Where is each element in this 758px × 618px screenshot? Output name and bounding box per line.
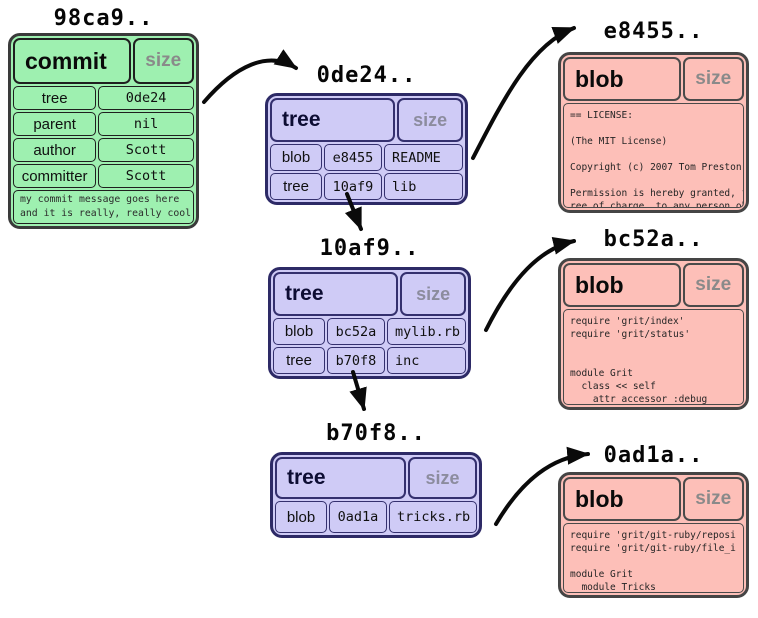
entry-name: mylib.rb xyxy=(387,318,466,345)
blob-header: blob size xyxy=(563,263,744,307)
blob-header-title: blob xyxy=(563,477,681,521)
blob-0ad1a-hash-label: 0ad1a.. xyxy=(603,443,704,468)
blob-content: require 'grit/git-ruby/reposi require 'g… xyxy=(563,523,744,593)
tree-header-title: tree xyxy=(275,457,406,499)
tree-header: tree size xyxy=(270,98,463,142)
field-value: nil xyxy=(98,112,194,136)
tree-entry-row: blob bc52a mylib.rb xyxy=(273,318,466,345)
blob-node-e8455: blob size == LICENSE: (The MIT License) … xyxy=(558,52,749,213)
blob-bc52a-hash-label: bc52a.. xyxy=(603,227,704,252)
commit-field-row: parent nil xyxy=(13,112,194,136)
blob-e8455-hash-label: e8455.. xyxy=(603,19,704,44)
tree-header: tree size xyxy=(273,272,466,316)
entry-type: tree xyxy=(273,347,325,374)
entry-type: blob xyxy=(273,318,325,345)
blob-size-cell: size xyxy=(682,477,744,521)
entry-type: blob xyxy=(270,144,322,171)
commit-header: commit size xyxy=(13,38,194,84)
entry-name: inc xyxy=(387,347,466,374)
entry-name: tricks.rb xyxy=(389,501,477,533)
tree-entry-row: tree 10af9 lib xyxy=(270,173,463,200)
entry-name: README xyxy=(384,144,463,171)
field-value: 0de24 xyxy=(98,86,194,110)
field-key: parent xyxy=(13,112,97,136)
commit-field-row: committer Scott xyxy=(13,164,194,188)
field-value: Scott xyxy=(98,164,194,188)
tree-header: tree size xyxy=(275,457,477,499)
blob-content: require 'grit/index' require 'grit/statu… xyxy=(563,309,744,405)
commit-node: commit size tree 0de24 parent nil author… xyxy=(8,33,199,229)
field-key: author xyxy=(13,138,97,162)
entry-hash: bc52a xyxy=(327,318,385,345)
tree-node-0de24: tree size blob e8455 README tree 10af9 l… xyxy=(265,93,468,205)
tree-size-cell: size xyxy=(408,457,477,499)
tree-node-b70f8: tree size blob 0ad1a tricks.rb xyxy=(270,452,482,538)
blob-size-cell: size xyxy=(682,263,744,307)
blob-header: blob size xyxy=(563,57,744,101)
commit-header-title: commit xyxy=(13,38,131,84)
commit-field-row: tree 0de24 xyxy=(13,86,194,110)
tree-10af9-hash-label: 10af9.. xyxy=(319,236,420,261)
entry-name: lib xyxy=(384,173,463,200)
tree-header-title: tree xyxy=(273,272,399,316)
blob-header-title: blob xyxy=(563,263,681,307)
field-key: tree xyxy=(13,86,97,110)
commit-message: my commit message goes here and it is re… xyxy=(13,190,194,224)
tree-header-title: tree xyxy=(270,98,396,142)
commit-size-cell: size xyxy=(132,38,194,84)
field-key: committer xyxy=(13,164,97,188)
entry-hash: 10af9 xyxy=(324,173,382,200)
tree-size-cell: size xyxy=(400,272,466,316)
entry-type: blob xyxy=(275,501,327,533)
blob-header: blob size xyxy=(563,477,744,521)
tree-size-cell: size xyxy=(397,98,463,142)
tree-b70f8-hash-label: b70f8.. xyxy=(326,421,426,446)
blob-header-title: blob xyxy=(563,57,681,101)
blob-node-bc52a: blob size require 'grit/index' require '… xyxy=(558,258,749,410)
entry-type: tree xyxy=(270,173,322,200)
blob-node-0ad1a: blob size require 'grit/git-ruby/reposi … xyxy=(558,472,749,598)
blob-content: == LICENSE: (The MIT License) Copyright … xyxy=(563,103,744,208)
tree-entry-row: blob 0ad1a tricks.rb xyxy=(275,501,477,533)
blob-size-cell: size xyxy=(682,57,744,101)
commit-field-row: author Scott xyxy=(13,138,194,162)
entry-hash: 0ad1a xyxy=(329,501,387,533)
tree-0de24-hash-label: 0de24.. xyxy=(316,63,417,88)
commit-hash-label: 98ca9.. xyxy=(53,6,154,31)
field-value: Scott xyxy=(98,138,194,162)
tree-node-10af9: tree size blob bc52a mylib.rb tree b70f8… xyxy=(268,267,471,379)
entry-hash: e8455 xyxy=(324,144,382,171)
tree-entry-row: tree b70f8 inc xyxy=(273,347,466,374)
entry-hash: b70f8 xyxy=(327,347,385,374)
tree-entry-row: blob e8455 README xyxy=(270,144,463,171)
